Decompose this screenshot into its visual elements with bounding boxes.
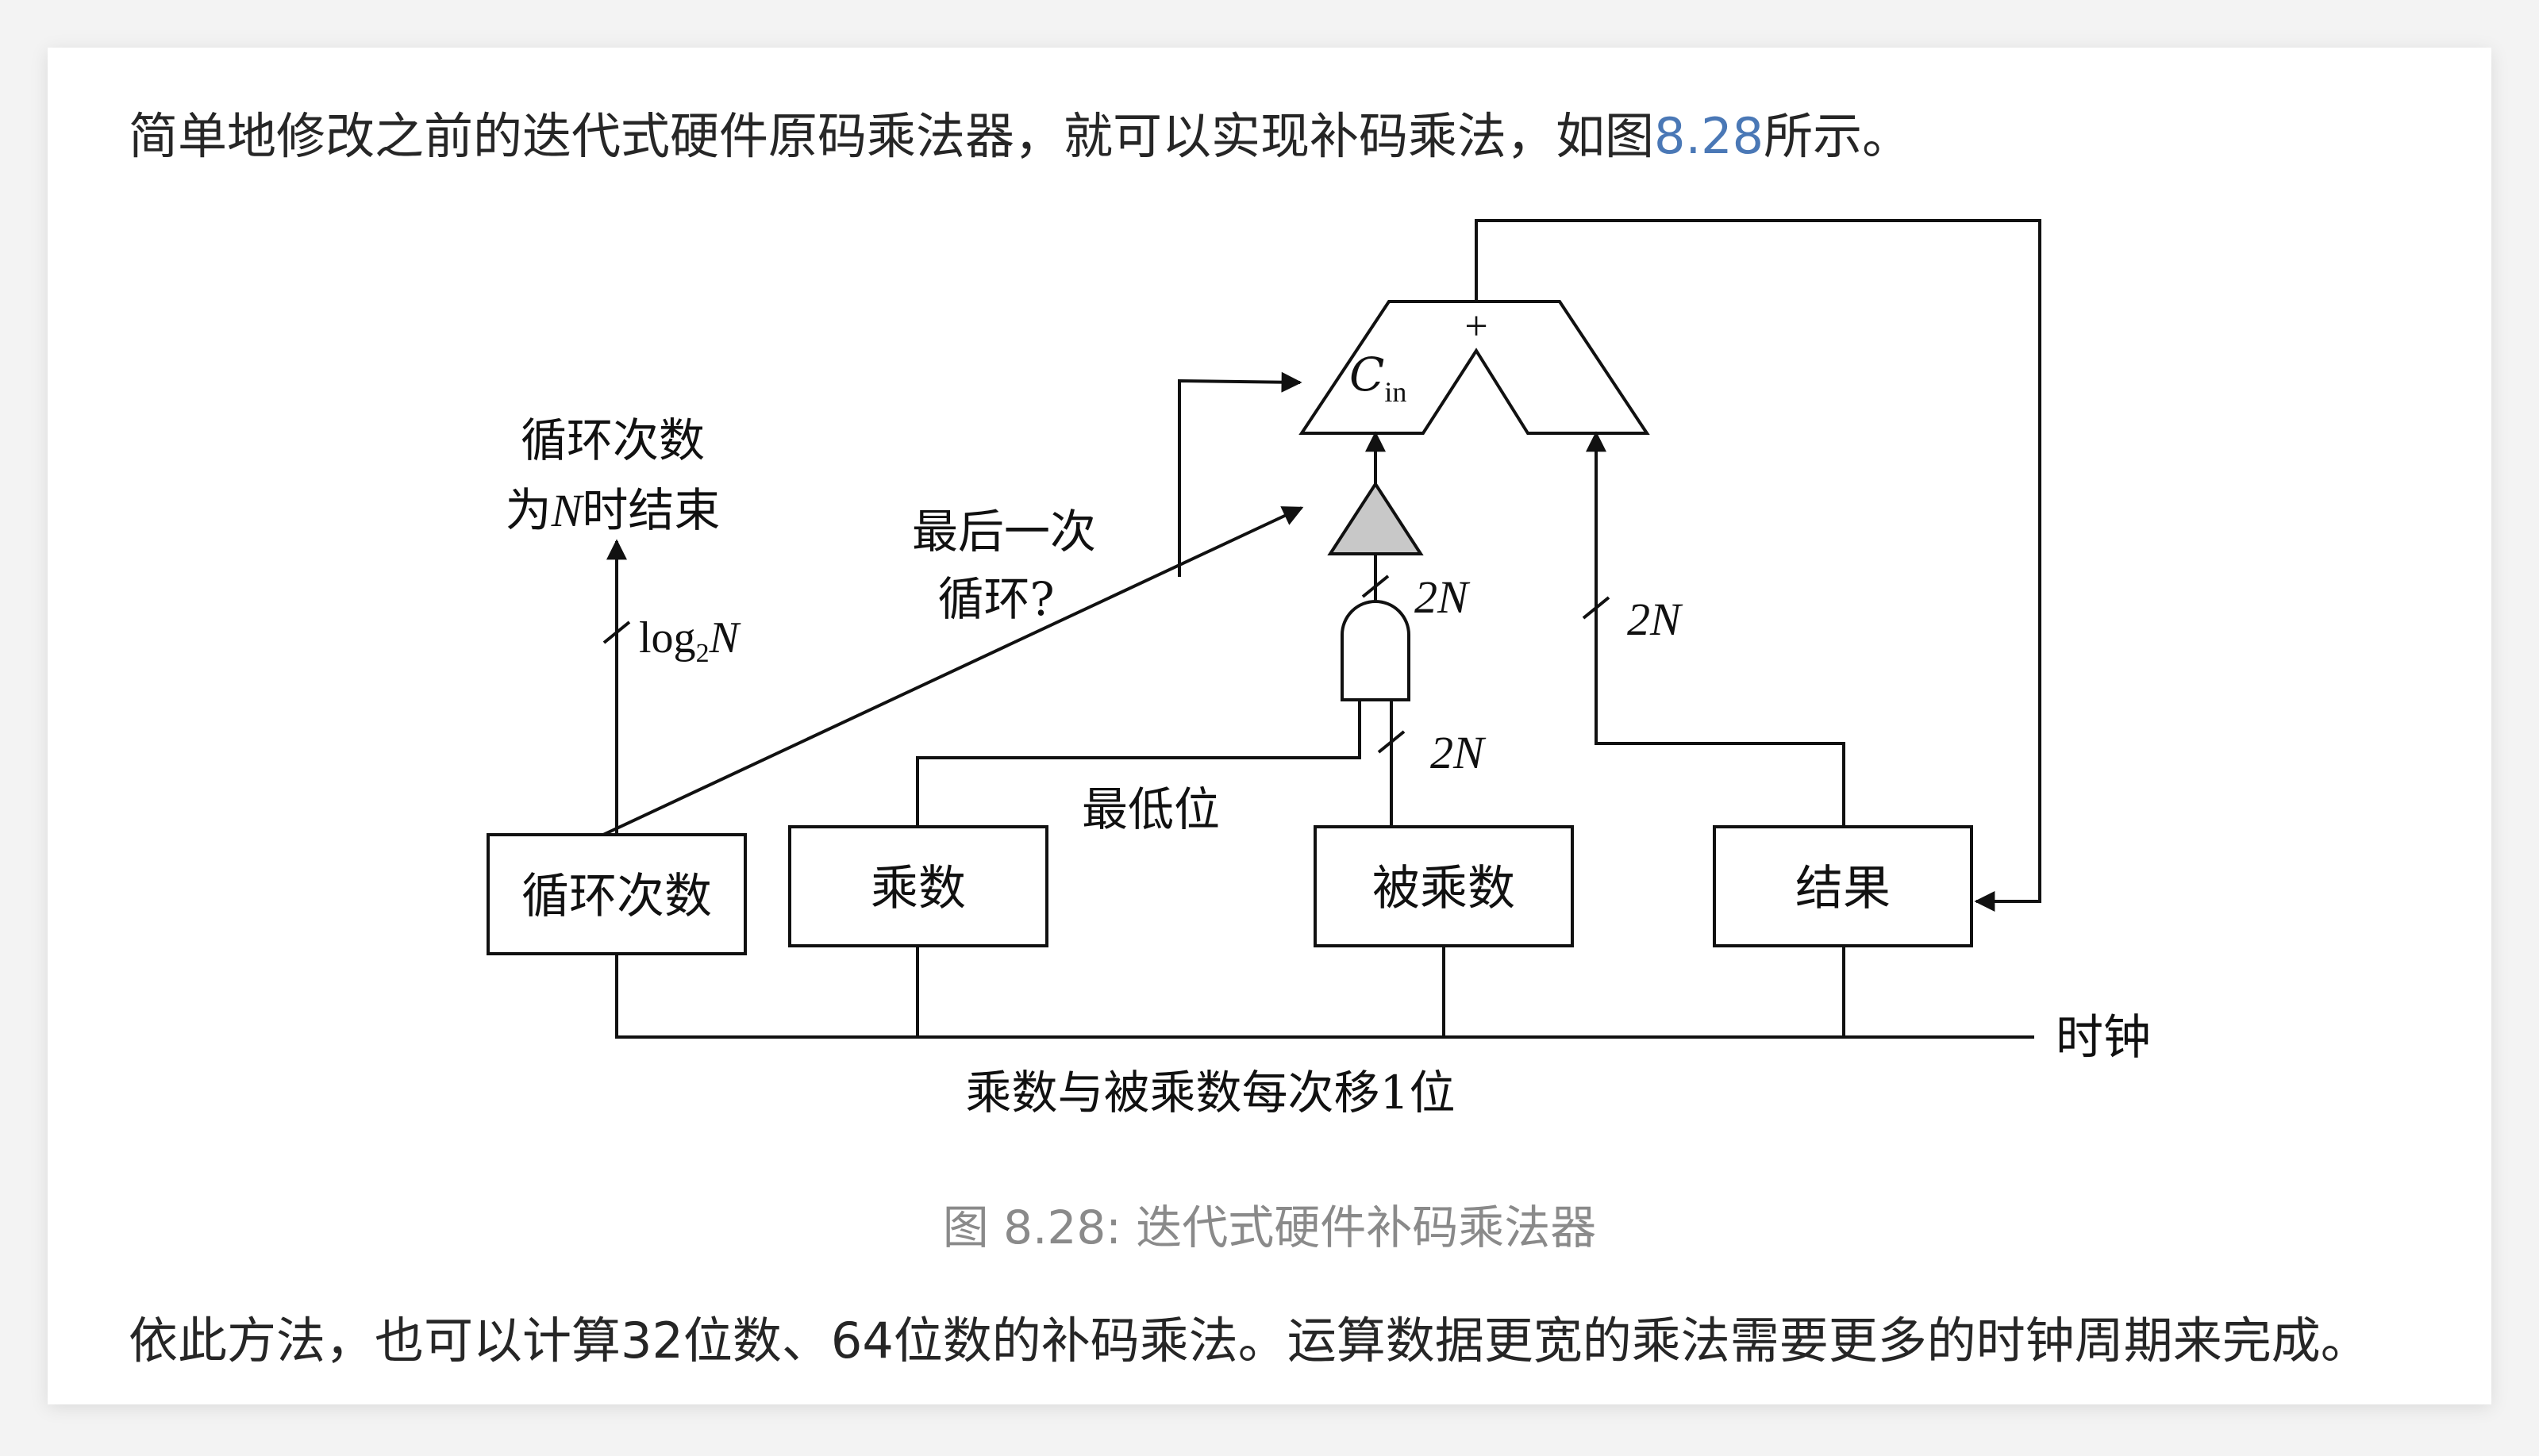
adder-shape [1298,300,1650,435]
closing-paragraph: 依此方法，也可以计算32位数、64位数的补码乘法。运算数据更宽的乘法需要更多的时… [129,1312,2370,1370]
slash-2n-b [1377,730,1406,754]
log2n-label: log2N [639,613,741,668]
figure-link[interactable]: 8.28 [1654,107,1764,165]
slash-2n-a [1361,574,1390,598]
adder-plus-label: + [1464,304,1487,349]
intro-text-after: 所示。 [1764,107,1912,165]
complement-multiplier-diagram: Cin + 循环次数 为N时结束 log2N 最后一次 循环? 2N 2N 2N… [487,219,2151,1120]
lsb-wire [916,700,1361,827]
intro-paragraph: 简单地修改之前的迭代式硬件原码乘法器，就可以实现补码乘法，如图8.28所示。 [129,105,1911,168]
content-card: 简单地修改之前的迭代式硬件原码乘法器，就可以实现补码乘法，如图8.28所示。 [48,48,2491,1404]
width-label-tristate: 2N [1414,571,1471,623]
width-label-multiplicand: 2N [1430,727,1487,778]
width-label-result: 2N [1627,594,1683,645]
multiplicand-box [1314,825,1574,947]
last-loop-line2: 循环? [937,572,1054,626]
result-box [1713,825,1973,947]
counter-box [487,833,747,955]
feedback-wire [1475,219,2041,912]
slash-2n-c [1582,596,1610,620]
carry-in-label: Cin [1349,348,1406,408]
loop-end-line1: 循环次数 [521,413,705,467]
enable-wire [602,506,1304,836]
shift-label: 乘数与被乘数每次移1位 [966,1066,1456,1120]
multiplicand-box-label: 被乘数 [1372,861,1515,916]
tristate-buffer [1327,481,1424,555]
clock-bus [615,954,2034,1039]
last-loop-line1: 最后一次 [912,505,1096,559]
log-slash [602,620,631,644]
carry-in-wire [1178,371,1302,577]
intro-text-before: 简单地修改之前的迭代式硬件原码乘法器，就可以实现补码乘法，如图 [129,107,1655,165]
lsb-label: 最低位 [1082,782,1220,836]
figure-caption: 图 8.28: 迭代式硬件补码乘法器 [942,1201,1597,1254]
clock-label: 时钟 [2056,1010,2151,1066]
result-to-adder-wire [1586,431,1845,827]
and-gate [1341,600,1410,701]
result-box-label: 结果 [1795,861,1891,916]
multiplier-box-label: 乘数 [871,861,966,916]
multiplier-box [788,825,1048,947]
counter-box-label: 循环次数 [521,869,712,924]
loop-end-line2: 为N时结束 [506,483,721,537]
